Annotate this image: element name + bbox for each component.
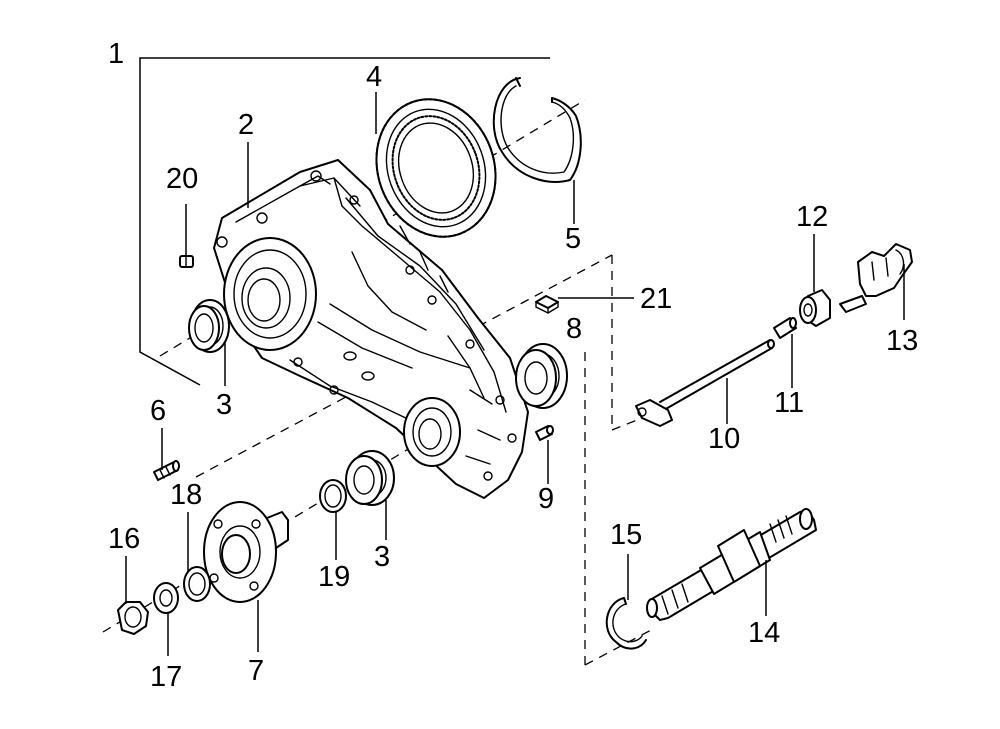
callout-17: 17 (150, 661, 182, 693)
dowel-pin-20 (179, 255, 194, 268)
assembly-bracket (139, 57, 550, 386)
callout-18: 18 (170, 479, 202, 511)
washer-17 (153, 582, 179, 614)
companion-flange (203, 501, 289, 603)
callout-12: 12 (796, 201, 828, 233)
callout-10: 10 (708, 423, 740, 455)
callout-9: 9 (538, 483, 554, 515)
snap-ring-large (492, 77, 582, 183)
callout-8: 8 (566, 313, 582, 345)
leader-lines (125, 92, 905, 656)
transfer-case-housing (213, 159, 529, 499)
shift-fork (839, 243, 913, 313)
callout-15: 15 (610, 519, 642, 551)
callout-3-lower: 3 (374, 541, 390, 573)
callout-4: 4 (366, 61, 382, 93)
callout-21: 21 (640, 283, 672, 315)
output-shaft (646, 508, 817, 621)
callout-6: 6 (150, 395, 166, 427)
snap-ring-15 (605, 597, 647, 650)
oil-seal-front (188, 299, 230, 353)
callout-2: 2 (238, 109, 254, 141)
callout-16: 16 (108, 523, 140, 555)
spacer-11 (773, 317, 797, 339)
callout-1: 1 (108, 38, 124, 70)
callout-3-upper: 3 (216, 389, 232, 421)
bearing-3-lower (345, 450, 395, 506)
callout-labels: 1 2 3 3 4 5 6 7 8 9 10 11 12 13 14 15 16… (108, 38, 918, 693)
callout-7: 7 (248, 655, 264, 687)
callout-13: 13 (886, 325, 918, 357)
dowel-pin-9 (535, 425, 554, 441)
bearing-rear (515, 343, 568, 409)
callout-11: 11 (774, 387, 804, 419)
callout-20: 20 (166, 163, 198, 195)
lock-nut-16 (117, 601, 149, 635)
shift-rod (635, 339, 775, 427)
stud-6 (153, 460, 180, 481)
ring-gear (375, 98, 497, 238)
callout-14: 14 (748, 617, 780, 649)
snap-ring-19 (319, 479, 347, 513)
callout-19: 19 (318, 561, 350, 593)
collar-12 (799, 289, 831, 327)
oil-seal-18 (183, 566, 211, 602)
callout-5: 5 (565, 223, 581, 255)
magnet-21 (535, 295, 559, 314)
